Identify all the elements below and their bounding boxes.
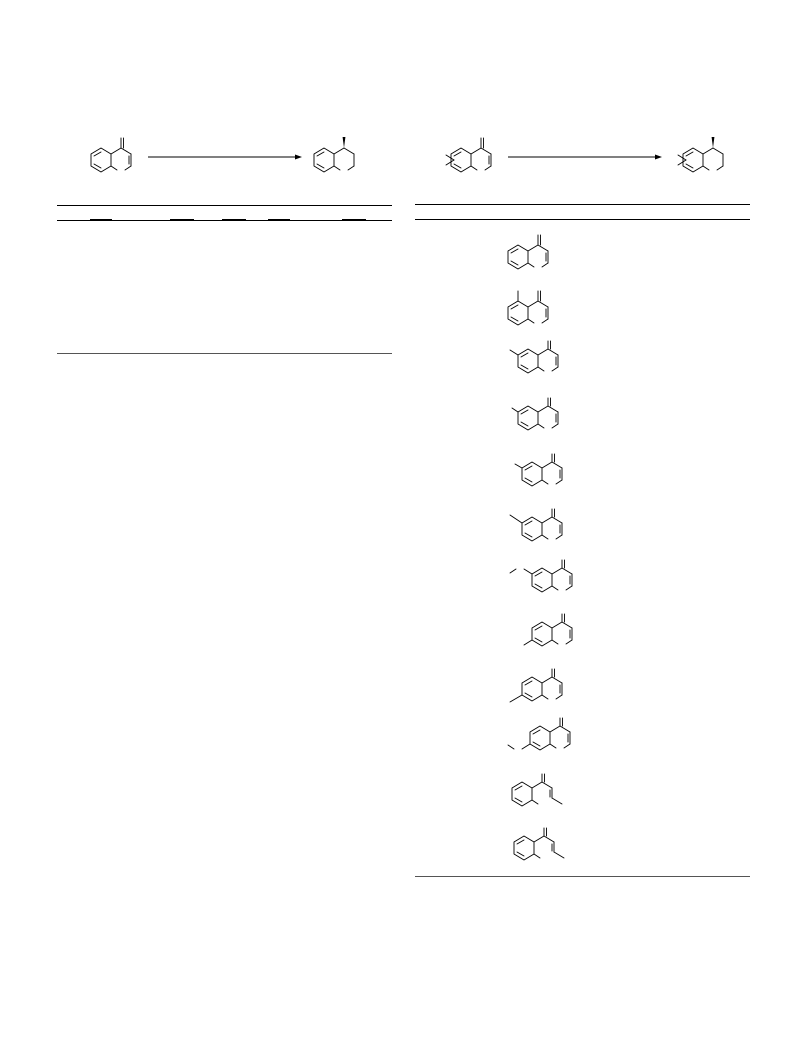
entry-structure-6	[509, 508, 563, 542]
left-reaction-scheme	[90, 137, 355, 173]
entry-structure-12	[513, 827, 565, 861]
entry-structure-7	[509, 559, 573, 593]
entry-structure-4	[511, 397, 559, 431]
entry-structure-10	[507, 717, 571, 751]
left-table-top-rule	[57, 205, 392, 206]
left-product-structure	[313, 137, 355, 173]
left-header-cell-mark	[222, 219, 246, 221]
right-table-bottom-rule	[415, 876, 750, 877]
right-product-structure	[677, 137, 724, 173]
entry-structure-8	[523, 613, 573, 647]
right-reactant-structure	[445, 137, 492, 173]
left-header-cell-mark	[90, 219, 112, 221]
entry-structure-2	[507, 290, 549, 326]
right-table-header-rule	[415, 219, 750, 220]
left-header-cell-mark	[170, 219, 194, 221]
left-header-cell-mark	[342, 219, 366, 221]
entry-structure-11	[511, 773, 563, 807]
left-header-cell-mark	[268, 219, 290, 221]
entry-structure-1	[507, 234, 549, 270]
left-reactant-structure	[90, 137, 132, 173]
entry-structure-9	[509, 668, 563, 703]
right-reaction-scheme	[445, 137, 724, 173]
entry-structure-5	[514, 453, 563, 487]
left-table-bottom-rule	[57, 353, 392, 354]
entry-structure-3	[509, 340, 559, 374]
right-table-top-rule	[415, 204, 750, 205]
